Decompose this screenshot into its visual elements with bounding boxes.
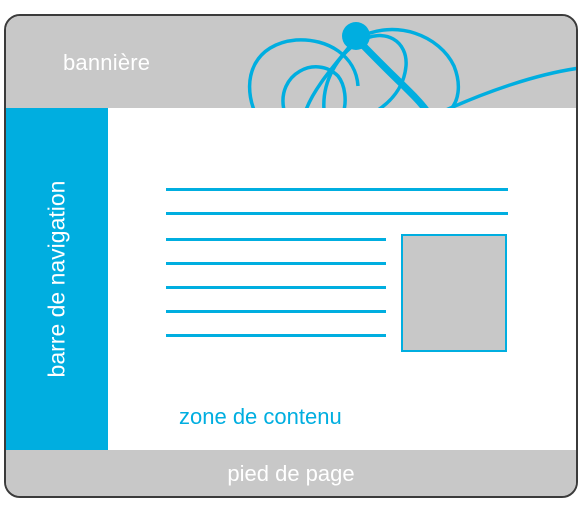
- content-label: zone de contenu: [179, 404, 342, 429]
- footer-label: pied de page: [227, 461, 355, 486]
- page-layout-frame: bannière barre de navigation zone de con…: [4, 14, 578, 498]
- image-placeholder: [401, 234, 507, 352]
- navigation-label: barre de navigation: [43, 180, 70, 378]
- banner: bannière: [6, 16, 576, 108]
- content-line: [166, 262, 386, 265]
- logo-icon: [247, 22, 576, 108]
- banner-label: bannière: [63, 50, 151, 75]
- content-area: zone de contenu: [108, 108, 576, 450]
- content-line: [166, 286, 386, 289]
- content-line: [166, 334, 386, 337]
- navigation-bar: barre de navigation: [6, 108, 108, 450]
- content-line: [166, 212, 508, 215]
- content-line: [166, 310, 386, 313]
- content-line: [166, 238, 386, 241]
- content-line: [166, 188, 508, 191]
- footer: pied de page: [6, 450, 576, 496]
